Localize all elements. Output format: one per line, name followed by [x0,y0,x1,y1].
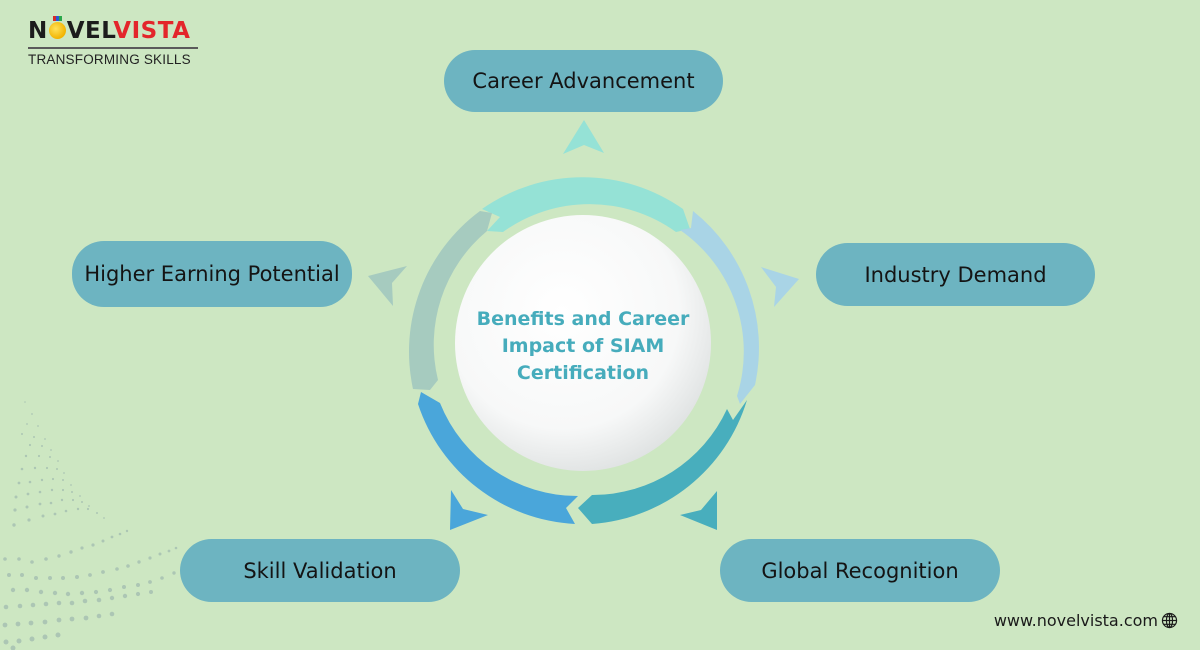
ring-segment-global [578,400,747,524]
center-title-line-1: Benefits and Career [476,308,690,330]
ring-segment-earning [408,211,492,390]
website-url[interactable]: www.novelvista.com [993,611,1158,630]
node-higher-earning-potential: Higher Earning Potential [72,241,352,307]
ring-segment-industry [680,211,759,404]
arrow-to-skill-icon [450,490,488,530]
center-title-line-2: Impact of SIAM [501,335,665,357]
arrow-to-industry-icon [761,267,799,307]
globe-icon [1161,612,1178,629]
arrow-to-global-icon [680,491,717,530]
ring-segment-skill [418,392,578,524]
dotted-wave-decoration [2,401,185,650]
logo-n: N [28,18,48,44]
node-skill-validation: Skill Validation [180,539,460,602]
arrow-to-career-icon [563,120,604,154]
ring-segment-career [482,177,690,232]
logo-vel: VEL [66,18,114,44]
medal-icon [48,16,66,39]
node-industry-demand: Industry Demand [816,243,1095,306]
arrow-to-earning-icon [368,266,407,306]
logo-divider [28,47,198,49]
center-title-line-3: Certification [516,362,650,384]
logo-vista: VISTA [113,18,191,44]
center-circle [455,215,711,471]
novelvista-logo: N VELVISTA TRANSFORMING SKILLS [28,16,203,67]
node-career-advancement: Career Advancement [444,50,723,112]
logo-tagline: TRANSFORMING SKILLS [28,52,191,67]
center-title: Benefits and Career Impact of SIAM Certi… [458,306,708,387]
logo-wordmark: N VELVISTA [28,16,203,44]
node-global-recognition: Global Recognition [720,539,1000,602]
website-link[interactable]: www.novelvista.com [994,611,1178,630]
